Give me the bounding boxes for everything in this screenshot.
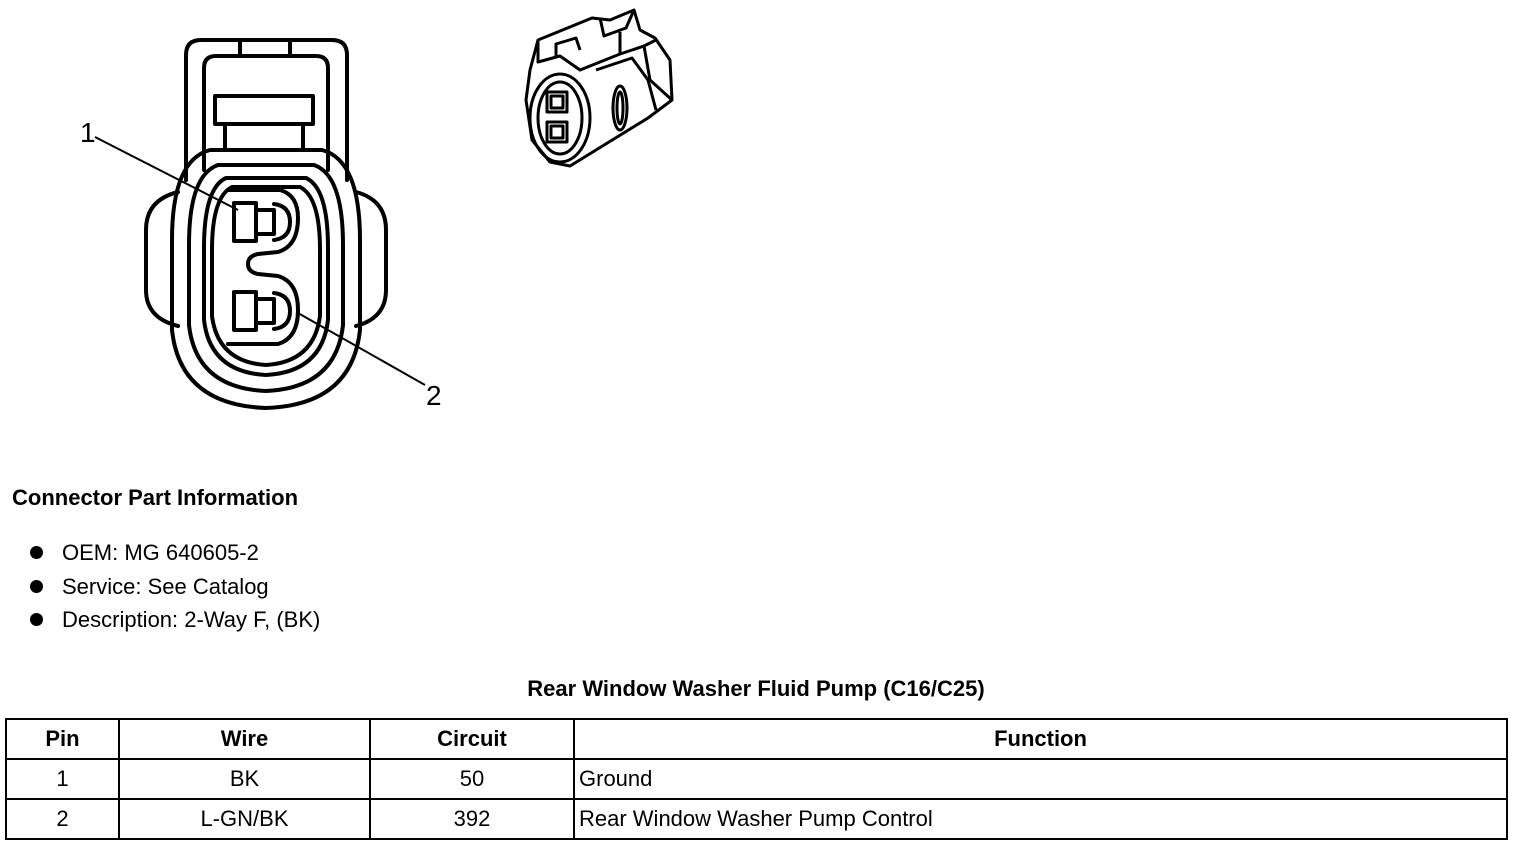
callout-leaders	[94, 136, 426, 386]
connector-info-item: Description: 2-Way F, (BK)	[30, 605, 320, 639]
cell-pin: 1	[5, 758, 120, 800]
header-circuit: Circuit	[369, 718, 575, 760]
connector-diagram: 1 2	[80, 8, 674, 411]
cell-function: Ground	[573, 758, 1508, 800]
table-row: 1 BK 50 Ground	[5, 758, 1508, 800]
header-pin: Pin	[5, 718, 120, 760]
cell-function: Rear Window Washer Pump Control	[573, 798, 1508, 840]
header-function: Function	[573, 718, 1508, 760]
cell-circuit: 392	[369, 798, 575, 840]
connector-info-oem: OEM: MG 640605-2	[62, 540, 259, 565]
connector-isometric-view	[524, 8, 674, 168]
callout-label-2: 2	[426, 380, 442, 411]
connector-info-item: OEM: MG 640605-2	[30, 538, 320, 572]
table-header-row: Pin Wire Circuit Function	[5, 718, 1508, 760]
bullet-icon	[30, 546, 43, 559]
connector-info-service: Service: See Catalog	[62, 573, 269, 599]
bullet-icon	[30, 579, 43, 593]
header-wire: Wire	[118, 718, 371, 760]
table-row: 2 L-GN/BK 392 Rear Window Washer Pump Co…	[5, 798, 1508, 840]
pinout-table: Pin Wire Circuit Function 1 BK 50 Ground…	[5, 718, 1508, 840]
connector-info-description: Description: 2-Way F, (BK)	[62, 607, 321, 632]
connector-info-heading: Connector Part Information	[12, 485, 299, 510]
pinout-table-title: Rear Window Washer Fluid Pump (C16/C25)	[527, 676, 985, 701]
connector-info-item: Service: See Catalog	[30, 572, 320, 606]
bullet-icon	[30, 613, 43, 626]
cell-wire: BK	[118, 758, 371, 800]
cell-pin: 2	[5, 798, 120, 840]
callout-label-1: 1	[80, 117, 96, 148]
connector-face-view	[144, 38, 388, 410]
cell-circuit: 50	[369, 758, 575, 800]
cell-wire: L-GN/BK	[118, 798, 371, 840]
connector-info-list: OEM: MG 640605-2 Service: See Catalog De…	[30, 538, 320, 639]
